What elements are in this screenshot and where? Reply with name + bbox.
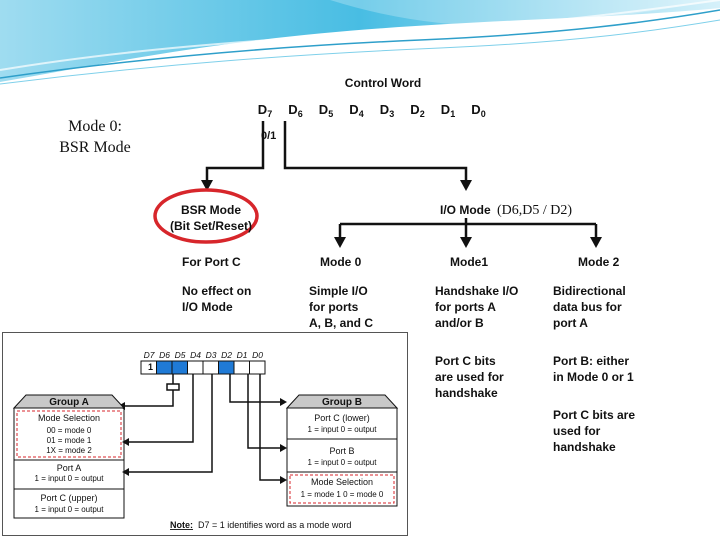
io-mode-title: Mode1: [450, 255, 488, 269]
inset-bit-label: D1: [237, 350, 248, 360]
inset-bit-label: D5: [175, 350, 186, 360]
inset-d7-value: 1: [148, 362, 153, 372]
group-b-mode-selection-title: Mode Selection: [311, 477, 373, 487]
group-b-mode-line: 1 = mode 1 0 = mode 0: [301, 490, 384, 499]
inset-bit-cell: [218, 360, 235, 375]
io-mode-descriptions: Mode 0 Simple I/O for ports A, B, and C Mode…: [309, 255, 635, 454]
io-mode-description-line: for ports A: [435, 300, 496, 314]
inset-bit-cell: [233, 360, 250, 375]
arrow-to-bsr: [201, 180, 213, 191]
io-mode-description-line: data bus for: [553, 300, 622, 314]
inset-bit-label: D4: [190, 350, 201, 360]
io-mode-description-line: handshake: [553, 440, 616, 454]
bsr-highlight-ring: [153, 188, 259, 244]
io-mode-description-line: and/or B: [435, 316, 484, 330]
inset-bit-label: D2: [221, 350, 232, 360]
io-mode-label: I/O Mode: [440, 203, 491, 217]
port-c-upper-config: 1 = input 0 = output: [35, 505, 105, 514]
arrow-to-mode1: [460, 237, 472, 248]
inset-note-label: Note:: [170, 520, 193, 530]
io-mode-title: Mode 2: [578, 255, 620, 269]
inset-bit-label: D6: [159, 350, 170, 360]
mode-select-bit-label: 0/1: [261, 130, 276, 142]
group-a-mode-line: 00 = mode 0: [47, 426, 92, 435]
header-wave-banner: [0, 0, 720, 85]
io-mode-description-line: handshake: [435, 386, 498, 400]
inset-bit-cell: [202, 360, 219, 375]
group-b-box: Group B Port C (lower) 1 = input 0 = out…: [285, 394, 399, 507]
port-c-upper-title: Port C (upper): [40, 493, 97, 503]
inset-bit-cell: [187, 360, 204, 375]
group-a-mode-selection-box: [16, 410, 122, 458]
bsr-port-label: For Port C: [182, 255, 241, 269]
port-a-title: Port A: [57, 463, 82, 473]
inset-bit-label: D7: [144, 350, 155, 360]
control-word-title: Control Word: [345, 76, 421, 90]
io-mode-description-line: are used for: [435, 370, 504, 384]
io-mode-bits-annotation: (D6,D5 / D2): [497, 203, 572, 218]
arrow-to-mode0: [334, 237, 346, 248]
bsr-note-line1: No effect on: [182, 284, 251, 298]
port-b-config: 1 = input 0 = output: [308, 458, 378, 467]
io-mode-description-line: Port C bits: [435, 354, 496, 368]
slide-title: Mode 0: BSR Mode: [20, 116, 170, 158]
bsr-mode-sublabel: (Bit Set/Reset): [170, 219, 252, 233]
group-b-title: Group B: [322, 397, 362, 408]
io-mode-description-line: Simple I/O: [309, 284, 368, 298]
inset-bit-labels: D7 D6 D5 D4 D3 D2 D1 D0: [144, 350, 264, 360]
arrow-to-mode2: [590, 237, 602, 248]
inset-bit-cell: [156, 360, 173, 375]
inset-bit-label: D0: [252, 350, 263, 360]
bsr-note-line2: I/O Mode: [182, 300, 233, 314]
io-mode-description-line: in Mode 0 or 1: [553, 370, 634, 384]
group-a-title: Group A: [49, 397, 89, 408]
group-a-mode-line: 1X = mode 2: [46, 446, 92, 455]
group-b-mode-selection-box: [289, 474, 395, 504]
arrow-to-io: [460, 180, 472, 191]
io-mode-description-line: Port C bits are: [553, 408, 635, 422]
io-mode-description-line: port A: [553, 316, 588, 330]
inset-bit-label: D3: [206, 350, 217, 360]
bsr-mode-label: BSR Mode: [181, 203, 241, 217]
inset-bit-cells: [140, 360, 266, 375]
io-mode-description-line: for ports: [309, 300, 359, 314]
port-c-lower-title: Port C (lower): [314, 413, 370, 423]
slide-title-line1: Mode 0:: [68, 118, 122, 135]
inset-bit-cell: [171, 360, 188, 375]
slide-title-line2: BSR Mode: [59, 139, 131, 156]
io-mode-description-line: Handshake I/O: [435, 284, 518, 298]
group-a-box: Group A Mode Selection 00 = mode 0 01 = …: [12, 394, 126, 519]
io-mode-description-line: used for: [553, 424, 601, 438]
io-mode-description-line: Bidirectional: [553, 284, 626, 298]
group-a-mode-selection-title: Mode Selection: [38, 413, 100, 423]
inset-note-text: D7 = 1 identifies word as a mode word: [198, 520, 351, 530]
port-c-lower-config: 1 = input 0 = output: [308, 425, 378, 434]
io-mode-description-line: A, B, and C: [309, 316, 373, 330]
port-a-config: 1 = input 0 = output: [35, 474, 105, 483]
group-a-mode-line: 01 = mode 1: [47, 436, 92, 445]
port-b-title: Port B: [329, 446, 354, 456]
inset-bit-cell: [249, 360, 266, 375]
mode-word-inset-diagram: D7 D6 D5 D4 D3 D2 D1 D0 1 Group A Mode Selectio…: [2, 332, 408, 536]
io-mode-title: Mode 0: [320, 255, 362, 269]
io-mode-description-line: Port B: either: [553, 354, 629, 368]
